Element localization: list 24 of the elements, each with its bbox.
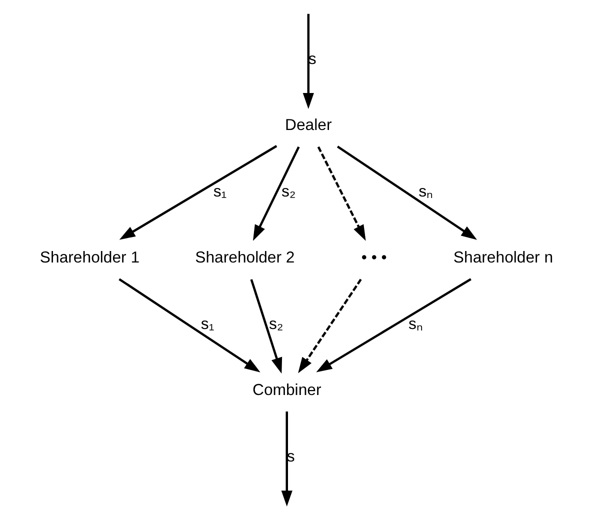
arrow [119, 145, 278, 240]
node-text: Shareholder n [453, 250, 554, 267]
node-text: Shareholder 1 [40, 250, 140, 267]
edge-label: s [286, 448, 295, 466]
edge-label: sₙ [418, 183, 433, 200]
node-text: • • • [361, 250, 387, 267]
node-text: Dealer [285, 117, 332, 134]
edge-label: sₙ [408, 316, 422, 333]
edge-label: s [308, 50, 316, 68]
edge-label: s₂ [282, 183, 296, 200]
edge-label: s₁ [200, 316, 214, 333]
arrow [118, 278, 260, 372]
edge-label: s₁ [213, 183, 227, 200]
arrow [250, 279, 282, 374]
arrow [336, 146, 478, 240]
arrow [252, 146, 300, 241]
arrow [302, 14, 314, 109]
node-text: Combiner [252, 382, 322, 400]
edge-label: s₂ [269, 316, 284, 333]
arrow [317, 146, 366, 241]
arrow [281, 412, 292, 506]
arrow [298, 278, 362, 374]
node-text: Shareholder 2 [195, 250, 295, 267]
arrow [316, 278, 472, 372]
